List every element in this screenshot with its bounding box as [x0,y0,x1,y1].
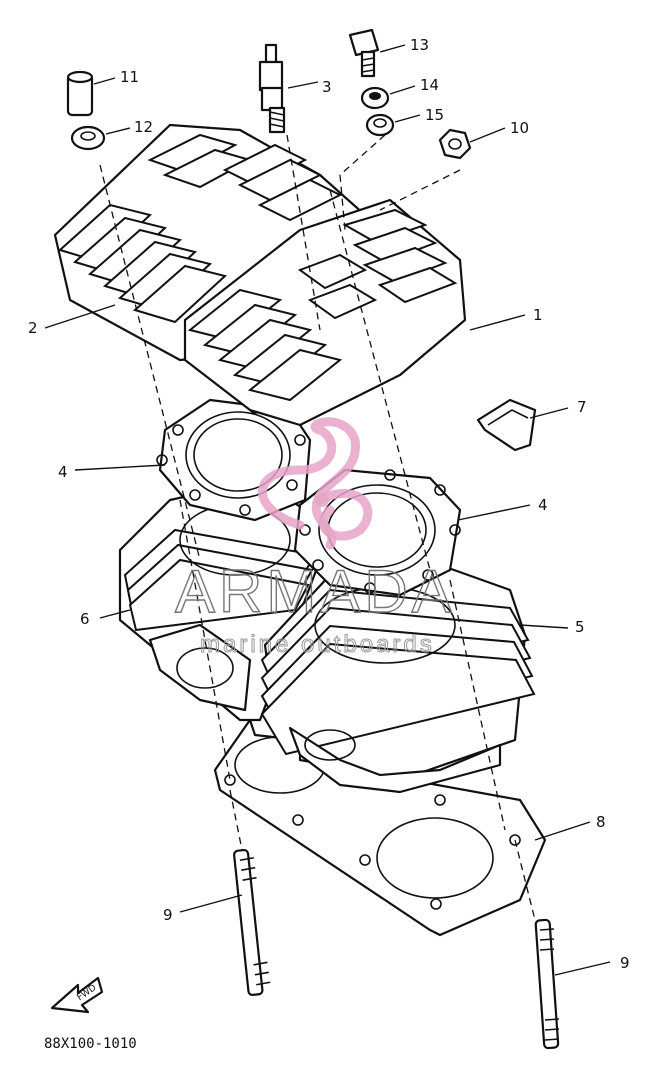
callout-12: 12 [134,118,153,136]
nut-10 [438,128,472,160]
callout-1: 1 [533,306,543,324]
bolt-13 [348,28,380,78]
cylinder-head-right [183,198,467,427]
callout-11: 11 [120,68,139,86]
head-gasket-left [156,398,312,522]
collar [66,70,94,117]
callout-2: 2 [28,319,38,337]
armada-watermark: ARMADA marine outboards [174,417,456,659]
leader-lines [44,44,611,976]
forward-arrow-icon: FWD [50,976,104,1014]
spark-plug [258,43,286,134]
callout-9b: 9 [620,954,630,972]
callout-3: 3 [322,78,332,96]
base-gasket [213,718,547,937]
callout-14: 14 [420,76,439,94]
callout-13: 13 [410,36,429,54]
callout-9a: 9 [163,906,173,924]
stud-right [534,918,560,1050]
stud-left [233,848,271,997]
callout-5: 5 [575,618,585,636]
callouts: 1 2 3 4 4 5 6 7 8 9 9 10 11 12 13 14 15 [28,36,630,972]
diagram-code: 88X100-1010 [44,1036,137,1052]
callout-7: 7 [577,398,587,416]
washer-14 [360,86,390,110]
head-gasket-right [293,468,462,597]
cylinder-right [260,563,536,794]
armada-logo-icon [258,417,373,550]
washer-15 [365,113,395,137]
callout-8: 8 [596,813,606,831]
callout-10: 10 [510,119,529,137]
bracket-7 [476,398,537,452]
callout-4a: 4 [58,463,68,481]
assembly-lines [99,134,536,921]
callout-4b: 4 [538,496,548,514]
washer-12 [70,125,106,151]
callout-15: 15 [425,106,444,124]
callout-6: 6 [80,610,90,628]
watermark-tagline: marine outboards [200,631,435,658]
watermark-brand: ARMADA [175,558,456,625]
